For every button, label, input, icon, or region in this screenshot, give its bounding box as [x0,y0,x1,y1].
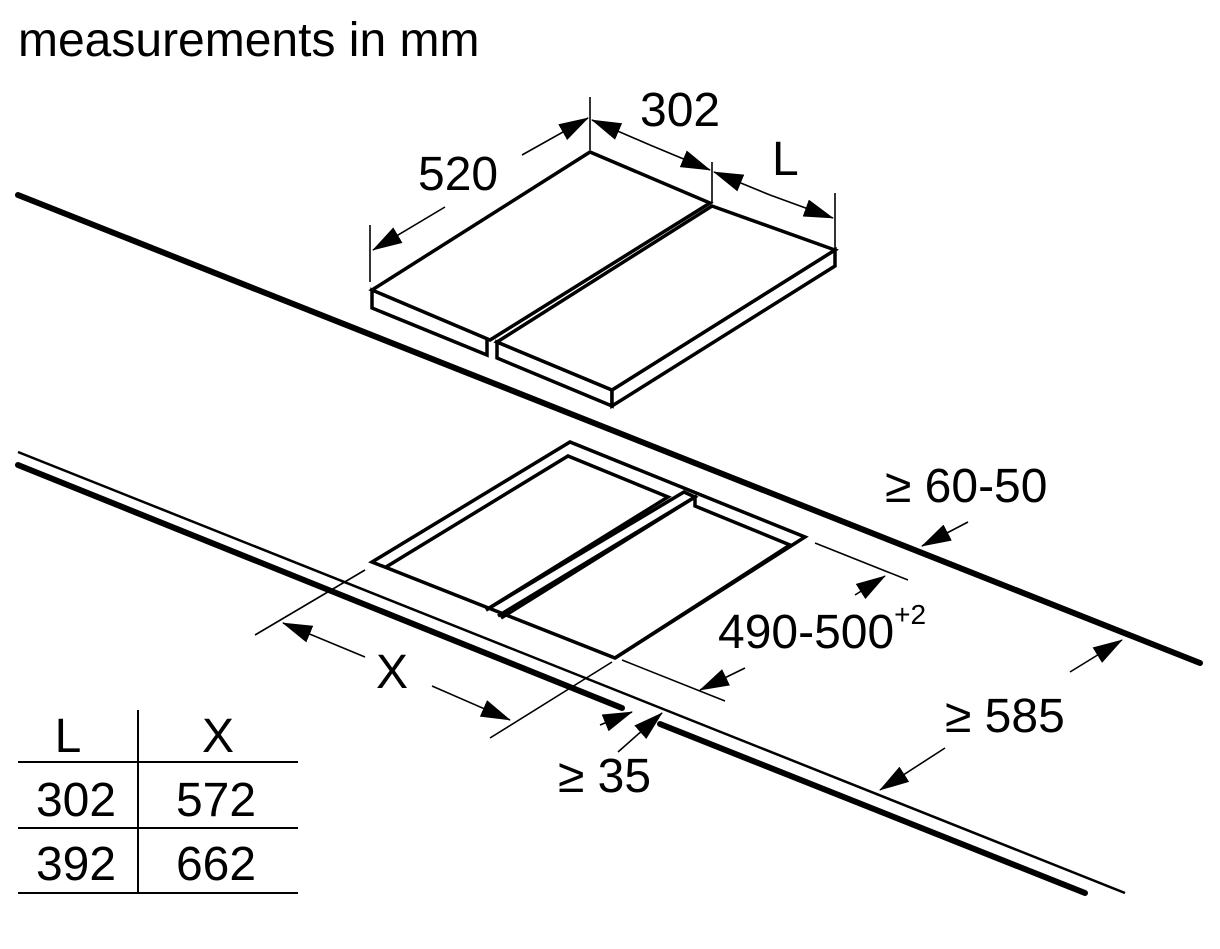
worktop-front-edge-right [657,721,1088,896]
dimension-module-width: 302 L [591,84,836,250]
dimension-cutout-depth: 490-500+2 [621,542,926,702]
dimension-front-clearance: ≥ 35 [558,711,663,803]
diagram-title: measurements in mm [18,14,479,67]
worktop-back-edge [15,192,1203,666]
dimension-depth: 520 [369,97,591,282]
label-depth: 520 [418,148,498,201]
table-header-x: X [202,710,234,763]
label-front-clearance: ≥ 35 [558,750,651,803]
dimension-worktop-depth: ≥ 585 [879,639,1123,791]
table-cell: 662 [176,838,256,891]
cooktop-module-left [368,150,714,358]
table-cell: 392 [36,838,116,891]
table-cell: 572 [176,774,256,827]
table-header-l: L [55,710,82,763]
label-rear-clearance: ≥ 60-50 [885,460,1047,513]
worktop-cutout [368,440,809,660]
label-cutout-depth: 490-500+2 [718,599,926,659]
worktop-front-top-edge [17,450,1126,895]
table-cell: 302 [36,774,116,827]
label-module-width: 302 [640,84,720,137]
label-length: L [772,133,799,186]
label-cutout-width: X [376,646,408,699]
label-worktop-depth: ≥ 585 [945,690,1065,743]
dimension-table: L X 302 572 392 662 [18,710,298,894]
worktop-front-edge-left [15,462,625,711]
dimension-cutout-width: X [254,569,613,739]
dimension-rear-clearance: ≥ 60-50 [885,460,1047,547]
